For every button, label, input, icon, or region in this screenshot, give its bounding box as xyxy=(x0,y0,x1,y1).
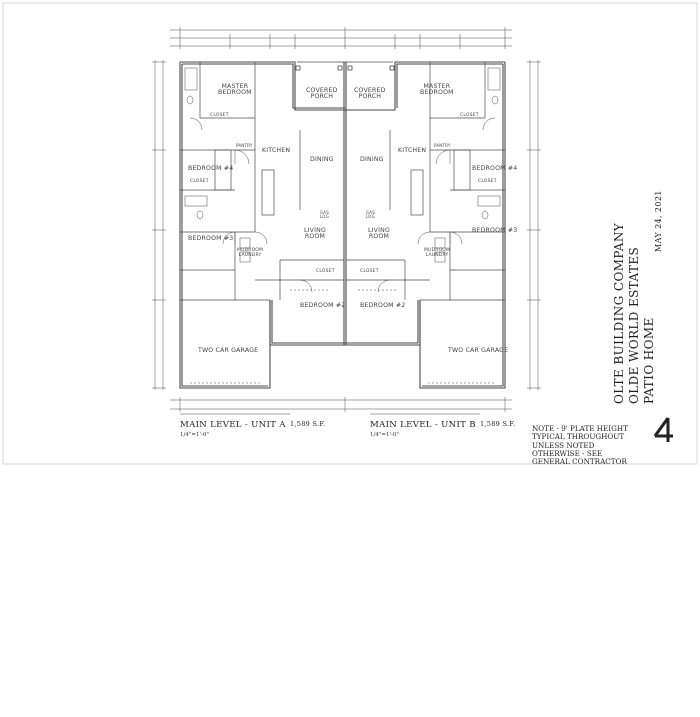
room-kitchen-b: KITCHEN xyxy=(398,147,427,154)
room-garage-a: TWO CAR GARAGE xyxy=(198,347,259,354)
room-closet-a1: CLOSET xyxy=(210,113,229,118)
room-bedroom3-a: BEDROOM #3 xyxy=(188,235,234,242)
room-dining-a: DINING xyxy=(310,156,334,163)
room-bedroom2-b: BEDROOM #2 xyxy=(360,302,406,309)
room-garage-b: TWO CAR GARAGE xyxy=(448,347,509,354)
room-mudroom-b: MUDROOM LAUNDRY xyxy=(424,248,451,258)
room-pantry-b: PANTRY xyxy=(434,143,451,148)
room-bedroom4-b: BEDROOM #4 xyxy=(472,165,518,172)
general-note: NOTE - 9' PLATE HEIGHT TYPICAL THROUGHOU… xyxy=(532,424,628,467)
room-closet-b1: CLOSET xyxy=(460,113,479,118)
room-pantry-a: PANTRY xyxy=(236,143,253,148)
room-closet-b2: CLOSET xyxy=(478,179,497,184)
title-block-company: OLTE BUILDING COMPANY xyxy=(612,222,626,404)
title-block-project: OLDE WORLD ESTATES xyxy=(627,246,641,404)
room-closet-b3: CLOSET xyxy=(360,269,379,274)
room-gas-log-b: GAS LOG xyxy=(366,210,375,219)
room-master-bedroom-a: MASTER BEDROOM xyxy=(218,83,252,97)
room-bedroom2-a: BEDROOM #2 xyxy=(300,302,346,309)
floor-plan-sheet: MASTER BEDROOM MASTER BEDROOM COVERED PO… xyxy=(2,2,698,467)
room-gas-log-a: GAS LOG xyxy=(320,210,329,219)
room-living-b: LIVING ROOM xyxy=(368,227,390,241)
unit-a-area: 1,589 S.F. xyxy=(290,420,326,428)
unit-b-area: 1,589 S.F. xyxy=(480,420,516,428)
room-kitchen-a: KITCHEN xyxy=(262,147,291,154)
title-block-type: PATIO HOME xyxy=(642,317,656,404)
unit-b-scale: 1/4"=1'-0" xyxy=(370,432,399,438)
room-covered-porch-a: COVERED PORCH xyxy=(306,87,338,101)
room-closet-a3: CLOSET xyxy=(316,269,335,274)
unit-a-scale: 1/4"=1'-0" xyxy=(180,432,209,438)
unit-a-title: MAIN LEVEL - UNIT A xyxy=(180,420,286,430)
room-covered-porch-b: COVERED PORCH xyxy=(354,87,386,101)
room-bedroom3-b: BEDROOM #3 xyxy=(472,227,518,234)
unit-b-title: MAIN LEVEL - UNIT B xyxy=(370,420,476,430)
room-closet-a2: CLOSET xyxy=(190,179,209,184)
room-living-a: LIVING ROOM xyxy=(304,227,326,241)
floor-plan-drawing xyxy=(2,2,698,465)
room-mudroom-a: MUDROOM LAUNDRY xyxy=(237,248,264,258)
room-master-bedroom-b: MASTER BEDROOM xyxy=(420,83,454,97)
room-bedroom4-a: BEDROOM #4 xyxy=(188,165,234,172)
room-dining-b: DINING xyxy=(360,156,384,163)
title-block-date: MAY 24, 2021 xyxy=(654,190,663,252)
